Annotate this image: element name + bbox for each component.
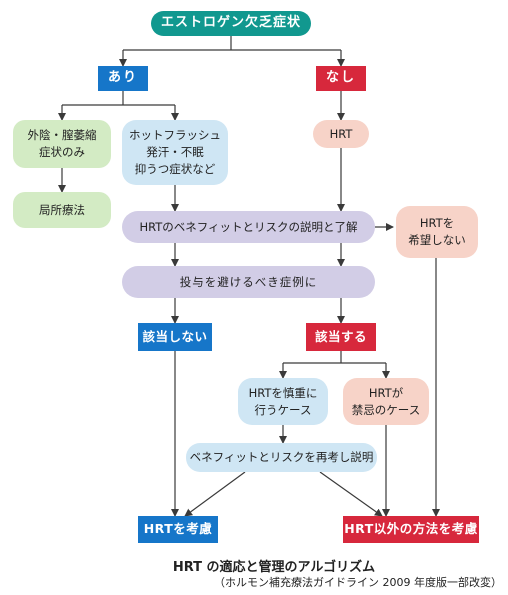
hrt-node: HRT [313,120,369,148]
consider-hrt-node: HRTを考慮 [138,516,218,543]
figure-source: （ホルモン補充療法ガイドライン 2009 年度版一部改変） [214,576,502,589]
applicable-node: 該当する [306,323,376,351]
not-want-hrt-node: HRTを 希望しない [396,206,478,258]
arrow [319,471,383,517]
no-node: なし [316,66,366,91]
systemic-symptoms-node: ホットフラッシュ 発汗・不眠 抑うつ症状など [122,120,228,185]
contraindicated-node: HRTが 禁忌のケース [343,378,429,425]
arrow [184,471,246,517]
avoid-cases-node: 投与を避けるべき症例に [122,266,375,298]
other-methods-node: HRT以外の方法を考慮 [343,516,479,543]
not-applicable-node: 該当しない [138,323,212,351]
yes-node: あり [98,66,148,91]
figure-title: HRT の適応と管理のアルゴリズム [172,560,376,575]
local-therapy-node: 局所療法 [13,192,111,228]
reconsider-node: ベネフィットとリスクを再考し説明 [186,443,377,472]
local-symptoms-node: 外陰・膣萎縮 症状のみ [13,120,111,168]
explain-benefit-risk-node: HRTのベネフィットとリスクの説明と了解 [122,211,375,243]
estrogen-deficiency-node: エストロゲン欠乏症状 [151,11,311,36]
careful-cases-node: HRTを慎重に 行うケース [238,378,328,425]
